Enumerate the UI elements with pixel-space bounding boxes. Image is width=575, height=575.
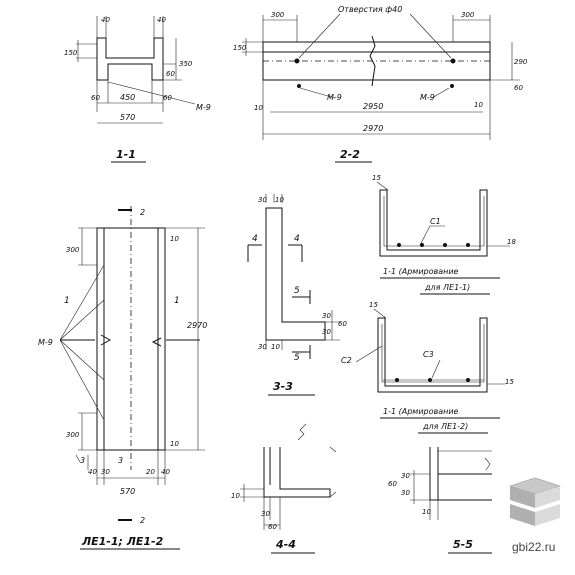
dim-350: 350 [179,60,193,68]
reinforcement-le1-1: С1 15 18 1-1 (Армирование для ЛЕ1-1) [372,174,516,295]
section-title-5-5: 5-5 [453,538,473,551]
label-m9: М-9 [420,93,435,102]
section-title-4-4: 4-4 [275,538,296,551]
plan-title: ЛЕ1-1; ЛЕ1-2 [81,535,164,548]
dim-15: 15 [505,378,514,386]
hole-mark [294,58,300,64]
section-title-3-3: 3-3 [273,380,293,393]
section-5-5: 30 30 60 10 5-5 [388,447,492,554]
dim-30: 30 [258,343,267,351]
dim-2970: 2970 [187,321,207,330]
section-3-3: 30 10 4 4 5 5 30 30 60 30 10 3-3 [247,194,347,396]
label-c2: С2 [341,356,352,365]
dim-10: 10 [170,440,179,448]
arm1-title: 1-1 (Армирование [383,267,459,276]
reinforcement-le1-2: 15 С2 С3 15 1-1 (Армирование для ЛЕ1-2) [341,301,514,434]
dim-10: 10 [275,196,284,204]
dim-30: 30 [261,510,270,518]
dim-2950: 2950 [363,102,383,111]
cut-label-4: 4 [294,234,300,244]
section-1-1: 40 40 150 350 60 60 450 60 570 М-9 1-1 [64,16,211,163]
dim-290: 290 [514,58,528,66]
cut-label-4: 4 [252,234,258,244]
plan-view: 2 2 1 1 300 300 10 10 2970 М-9 3 3 40 30… [38,206,207,550]
dim-300: 300 [271,11,285,19]
dim-10: 10 [231,492,240,500]
dim-60: 60 [91,94,100,102]
dim-10: 10 [474,101,483,109]
cut-label-1: 1 [64,296,70,306]
dim-60: 60 [163,94,172,102]
section-2-2: 300 300 Отверстия ф40 150 290 60 М-9 М-9… [233,5,528,163]
cut-label-5: 5 [294,353,300,363]
cut-label-5: 5 [294,286,300,296]
watermark: gbi22.ru [509,477,561,554]
cut-label-2: 2 [140,516,145,525]
dim-300: 300 [66,246,80,254]
dim-30: 30 [401,472,410,480]
label-m9: М-9 [327,93,342,102]
dim-40: 40 [157,16,166,24]
hole-mark [450,58,456,64]
dim-30: 30 [401,489,410,497]
label-c3: С3 [423,350,434,359]
dim-18: 18 [507,238,516,246]
dim-40: 40 [161,468,170,476]
dim-60: 60 [514,84,523,92]
dim-2970: 2970 [363,124,383,133]
section-title-1-1: 1-1 [116,148,136,161]
label-c1: С1 [430,217,441,226]
cut-label-1: 1 [174,296,180,306]
cut-label-3: 3 [80,456,85,465]
dim-60: 60 [268,523,277,531]
dim-450: 450 [120,93,135,102]
dim-40: 40 [101,16,110,24]
dim-300: 300 [461,11,475,19]
cut-label-2: 2 [140,208,145,217]
section-4-4: 10 30 60 4-4 [231,423,337,554]
dim-15: 15 [369,301,378,309]
watermark-text: gbi22.ru [512,540,555,554]
dim-60: 60 [166,70,175,78]
dim-300: 300 [66,431,80,439]
label-m9: М-9 [38,338,53,347]
holes-label: Отверстия ф40 [338,5,402,14]
dim-150: 150 [233,44,247,52]
section-title-2-2: 2-2 [340,148,360,161]
arm1-subtitle: для ЛЕ1-1) [424,283,470,292]
dim-60: 60 [388,480,397,488]
dim-10: 10 [271,343,280,351]
dim-10: 10 [254,104,263,112]
dim-15: 15 [372,174,381,182]
dim-150: 150 [64,49,78,57]
dim-40: 40 [88,468,97,476]
cut-label-3: 3 [118,456,123,465]
dim-30: 30 [322,312,331,320]
dim-20: 20 [146,468,155,476]
dim-10: 10 [170,235,179,243]
dim-10: 10 [422,508,431,516]
dim-570: 570 [120,487,135,496]
dim-30: 30 [258,196,267,204]
label-m9: М-9 [196,103,211,112]
arm2-subtitle: для ЛЕ1-2) [422,422,468,431]
dim-30: 30 [322,328,331,336]
arm2-title: 1-1 (Армирование [383,407,459,416]
dim-570: 570 [120,113,135,122]
dim-60: 60 [338,320,347,328]
dim-30: 30 [101,468,110,476]
